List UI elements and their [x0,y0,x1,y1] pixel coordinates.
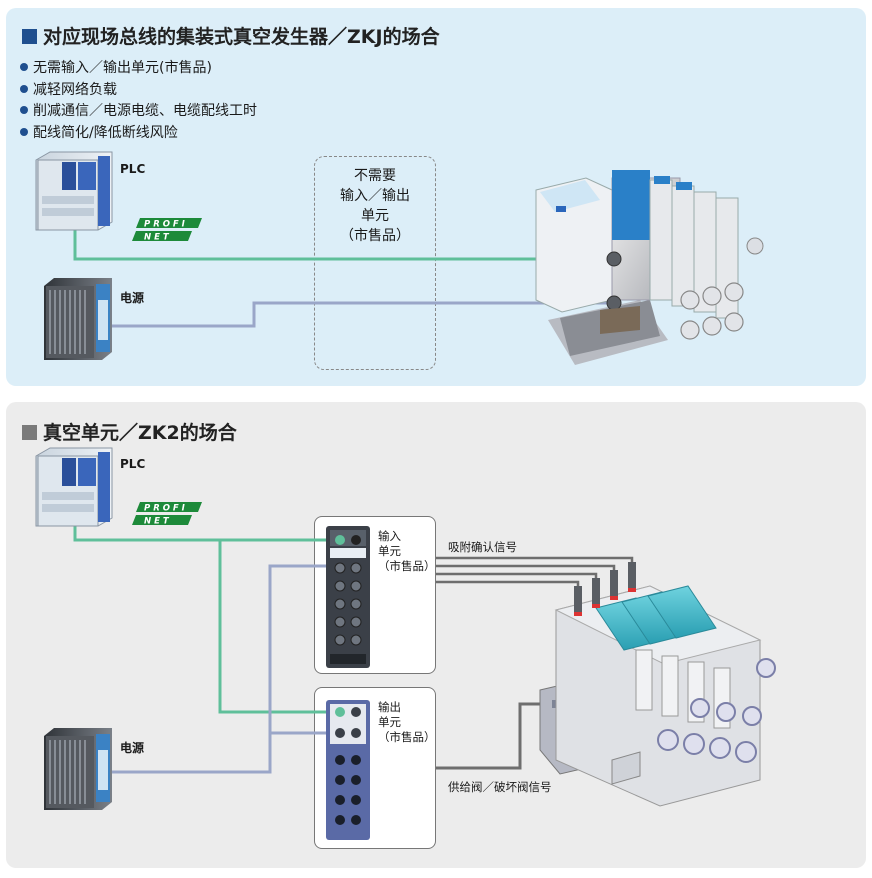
power-label: 电源 [120,741,145,755]
not-needed-box [314,156,436,370]
title-square-icon [22,29,37,44]
io-module-image [326,526,370,668]
bullet-icon [20,127,28,136]
list-item: 削减通信／电源电缆、电缆配线工时 [20,101,257,123]
signal-valve-label: 供给阀／破坏阀信号 [448,780,552,794]
benefits-list: 无需输入／输出单元(市售品) 减轻网络负载 削减通信／电源电缆、电缆配线工时 配… [20,58,257,144]
not-needed-text: 不需要 输入／输出 单元 （市售品） [340,168,410,244]
signal-confirm-label: 吸附确认信号 [448,540,517,554]
power-supply-icon [44,728,112,810]
output-unit-label: 输出 单元 （市售品） [378,700,436,744]
svg-text:P R O F I: P R O F I [144,220,185,230]
network-cable-line [218,540,340,714]
bullet-icon [20,63,28,71]
list-item: 减轻网络负载 [20,80,257,102]
plc-icon [35,151,113,231]
network-cable-line [73,520,340,542]
list-item: 无需输入／输出单元(市售品) [20,58,257,80]
plc-label: PLC [120,162,146,176]
input-unit-label: 输入 单元 （市售品） [378,529,436,573]
profinet-logo: P R O F I N E T [132,502,202,527]
svg-text:P R O F I: P R O F I [144,504,185,514]
network-cable-line [73,225,614,261]
title-square-icon [22,425,37,440]
svg-text:N E T: N E T [144,517,170,527]
power-supply-icon [44,278,112,360]
power-cable-line [112,564,340,774]
plc-icon [35,447,113,527]
power-label: 电源 [120,291,145,305]
vacuum-unit-manifold-image [539,562,776,807]
bullet-icon [20,84,28,93]
bullet-icon [20,106,28,114]
power-cable-line [112,301,614,328]
plc-label: PLC [120,457,146,471]
zkj-panel-title: 对应现场总线的集装式真空发生器／ZKJ的场合 [22,22,440,49]
zk2-panel-title: 真空单元／ZK2的场合 [22,418,237,445]
io-module-image [326,700,370,840]
zkj-panel [6,8,866,386]
profinet-logo: P R O F I N E T [132,218,202,243]
list-item: 配线简化/降低断线风险 [20,123,257,145]
vacuum-ejector-manifold-image [535,170,764,365]
svg-text:N E T: N E T [144,233,170,243]
